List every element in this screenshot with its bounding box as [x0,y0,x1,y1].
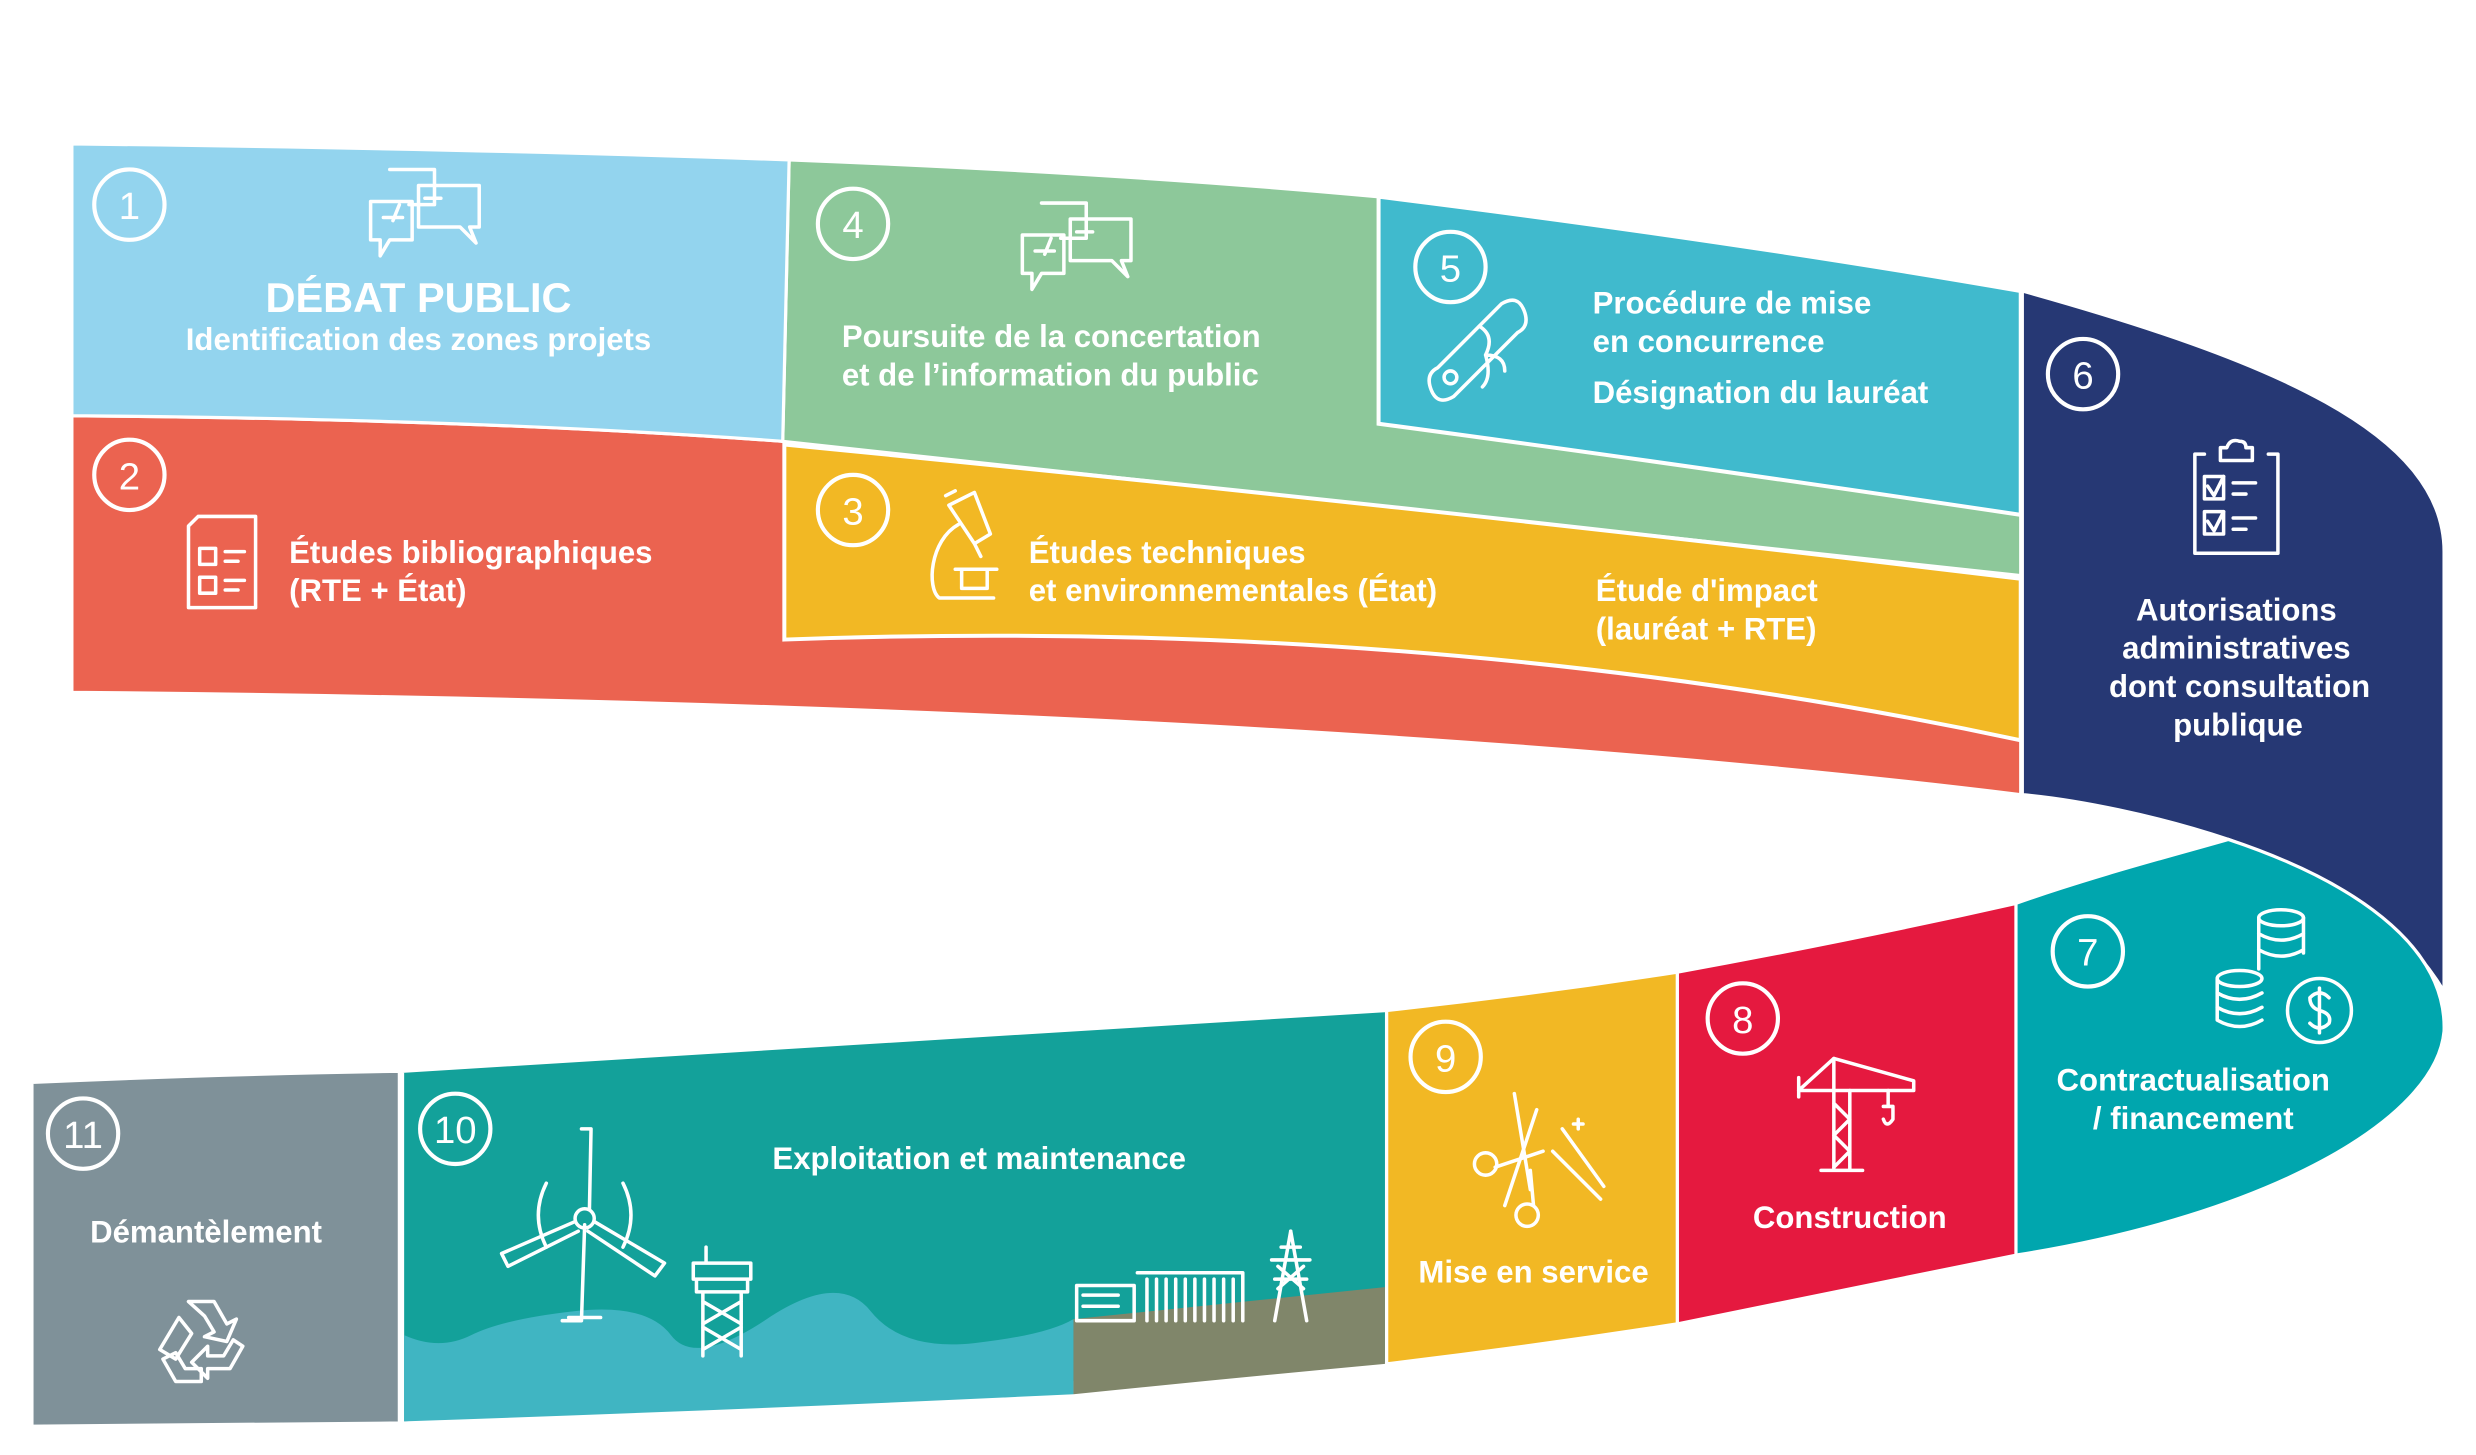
step-5-label-line-2: en concurrence [1593,324,1825,359]
svg-text:2: 2 [119,455,140,498]
step-3-impact-line-1: Étude d'impact [1596,573,1818,608]
step-number-4: 4 [815,186,891,262]
svg-text:10: 10 [434,1109,477,1152]
step-11-block [30,1069,401,1428]
svg-text:9: 9 [1435,1037,1456,1080]
microscope-icon [930,489,999,600]
step-number-9: 9 [1408,1019,1483,1095]
offshore-substation-icon [691,1245,753,1358]
step-6-label-line-1: Autorisations [2136,592,2337,627]
step-1-label: Identification des zones projets [186,322,651,357]
step-1-title: DÉBAT PUBLIC [265,274,571,321]
svg-text:4: 4 [842,204,863,247]
step-11-label: Démantèlement [90,1214,322,1249]
step-3-label-line-2: et environnementales (État) [1029,573,1437,608]
step-8-label: Construction [1753,1200,1947,1235]
svg-text:5: 5 [1440,247,1461,290]
step-number-7: 7 [2050,914,2126,989]
chat-bubbles-icon [368,167,481,258]
step-9-block [1384,970,1679,1366]
step-number-8: 8 [1705,981,1781,1056]
step-number-2: 2 [92,437,167,513]
svg-text:7: 7 [2077,932,2098,975]
step-5-label-line-3: Désignation du lauréat [1593,375,1929,410]
coins-dollar-icon [2215,908,2354,1045]
svg-text:6: 6 [2072,355,2093,398]
step-6-label-line-2: administratives [2122,631,2350,666]
step-number-6: 6 [2045,336,2121,412]
step-3-impact-line-2: (lauréat + RTE) [1596,612,1817,647]
chat-bubbles-icon [1020,201,1133,292]
wind-turbine-icon [499,1127,667,1323]
step-6-label-line-3: dont consultation [2109,669,2370,704]
step-4-label-line-2: et de l’information du public [842,357,1259,392]
svg-text:11: 11 [63,1114,103,1157]
crane-icon [1796,1056,1916,1173]
step-4-label-line-1: Poursuite de la concertation [842,319,1261,354]
step-2-label-line-1: Études bibliographiques [289,535,652,570]
step-7-label-line-2: / financement [2093,1101,2294,1136]
step-9-label: Mise en service [1418,1254,1648,1289]
step-1-block [70,142,791,444]
step-number-3: 3 [815,472,891,548]
svg-text:1: 1 [119,185,140,228]
scroll-diploma-icon [1427,298,1528,402]
step-5-label-line-1: Procédure de mise [1593,285,1872,320]
step-number-10: 10 [418,1091,493,1167]
clipboard-checklist-icon [2193,438,2280,555]
water [404,1292,1074,1422]
step-7-label-line-1: Contractualisation [2057,1062,2330,1097]
onshore-substation-pylon-icon [1074,1229,1312,1323]
svg-text:8: 8 [1732,999,1753,1042]
step-number-11: 11 [45,1096,121,1171]
step-number-5: 5 [1413,229,1488,305]
step-6-label-line-4: publique [2173,707,2303,742]
step-number-1: 1 [92,167,167,242]
ribbon-cutting-scissors-icon [1472,1091,1606,1229]
step-2-label-line-2: (RTE + État) [289,573,466,608]
recycle-icon [157,1299,245,1384]
step-10-label: Exploitation et maintenance [772,1141,1186,1176]
step-3-label-line-1: Études techniques [1029,535,1306,570]
checklist-document-icon [186,514,258,610]
svg-text:3: 3 [842,490,863,533]
